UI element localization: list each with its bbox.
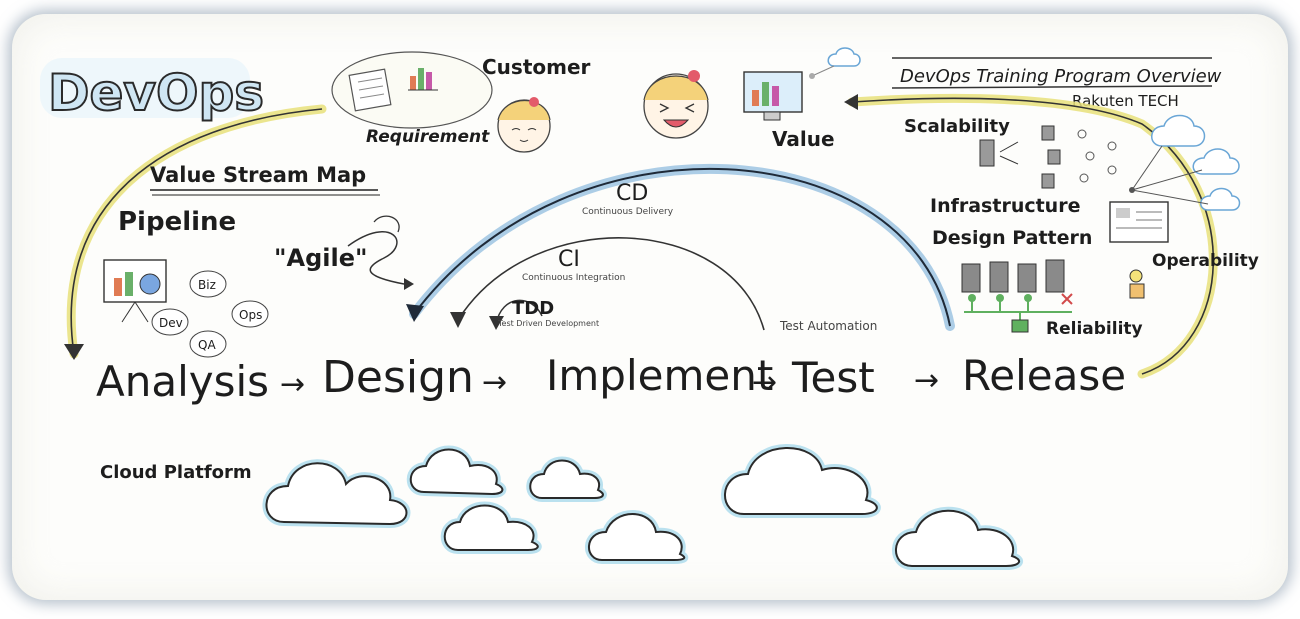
role-ops: Ops xyxy=(239,308,262,322)
tdd-subtitle: Test Driven Development xyxy=(497,319,599,328)
cd-arrowhead xyxy=(406,304,424,322)
logo-text: DevOps xyxy=(48,64,264,122)
bar-chart-icon xyxy=(408,68,438,91)
cloud-5 xyxy=(588,513,686,561)
arrow-to-value xyxy=(844,94,858,110)
design-pattern-label: Design Pattern xyxy=(932,227,1092,249)
ci-subtitle: Continuous Integration xyxy=(522,273,625,283)
stage-analysis: Analysis xyxy=(96,357,269,406)
customer-group: Customer Requirement xyxy=(331,51,591,153)
stage-test: Test xyxy=(791,353,875,402)
cloud-1-outline xyxy=(265,462,408,526)
value-group: Value xyxy=(643,47,861,151)
lightbulb-icon xyxy=(1129,269,1145,299)
tdd-title: TDD xyxy=(512,298,554,319)
network-cloud-icon xyxy=(809,47,861,79)
role-biz: Biz xyxy=(198,278,216,292)
cd-title: CD xyxy=(616,181,648,206)
role-bubbles: Biz Dev Ops QA xyxy=(151,270,269,358)
devops-overview-frame: DevOps DevOps Training Program Overview … xyxy=(12,14,1288,600)
devops-diagram: DevOps DevOps Training Program Overview … xyxy=(40,47,1259,570)
arrow-test-release: → xyxy=(914,363,939,398)
document-icon xyxy=(348,68,392,112)
cloud-6 xyxy=(724,447,878,515)
arrow-analysis-design: → xyxy=(280,367,305,402)
server-rack-icons xyxy=(961,259,1065,293)
feedback-arcs xyxy=(64,93,1218,379)
stage-implement: Implement xyxy=(546,351,773,400)
cloud-7 xyxy=(895,509,1021,567)
stage-design: Design xyxy=(322,352,474,403)
arrow-design-implement: → xyxy=(482,365,507,400)
pipeline-label: Pipeline xyxy=(118,207,236,237)
value-stream-map-label: Value Stream Map xyxy=(150,163,366,187)
presentation-board-icon xyxy=(103,259,167,323)
stage-release: Release xyxy=(962,351,1126,400)
reliability-network-icon xyxy=(964,293,1073,333)
cloud-network-icon xyxy=(1129,114,1241,211)
delivery-loops: CD Continuous Delivery CI Continuous Int… xyxy=(406,163,955,333)
header: DevOps Training Program Overview Rakuten… xyxy=(891,57,1222,110)
infrastructure-group: Scalability Infrastructure Design Patter… xyxy=(904,114,1259,339)
test-automation-label: Test Automation xyxy=(779,319,877,333)
header-title: DevOps Training Program Overview xyxy=(900,66,1222,87)
value-stream-group: Value Stream Map Pipeline Biz Dev Ops QA… xyxy=(103,163,414,358)
cloud-4 xyxy=(443,504,539,551)
header-author: Rakuten TECH xyxy=(1072,92,1179,110)
happy-girl-icon xyxy=(643,70,709,139)
cd-subtitle: Continuous Delivery xyxy=(582,207,674,217)
agile-label: "Agile" xyxy=(274,244,368,272)
cloud-platform-label: Cloud Platform xyxy=(100,462,252,483)
arrow-to-analysis xyxy=(64,344,84,360)
ci-arrowhead xyxy=(450,312,466,328)
operations-screen-icon xyxy=(1109,201,1169,243)
cloud-3 xyxy=(529,459,604,499)
cloud-platform: Cloud Platform xyxy=(100,444,1024,570)
devops-logo: DevOps xyxy=(40,58,265,123)
agile-arrow xyxy=(404,278,414,290)
pipeline-stages: Analysis → Design → Implement → Test → R… xyxy=(96,351,1126,406)
monitor-chart-icon xyxy=(743,71,803,121)
customer-girl-icon xyxy=(497,97,551,153)
scalability-servers-icon xyxy=(979,125,1117,189)
arrow-implement-test: → xyxy=(752,365,777,400)
tdd-arrowhead xyxy=(489,316,504,330)
role-dev: Dev xyxy=(159,316,183,330)
value-label: Value xyxy=(772,127,835,151)
reliability-label: Reliability xyxy=(1046,319,1143,339)
role-qa: QA xyxy=(198,338,216,352)
operability-label: Operability xyxy=(1152,251,1259,271)
customer-label: Customer xyxy=(482,55,591,79)
cloud-2 xyxy=(409,448,504,496)
requirement-label: Requirement xyxy=(366,127,490,147)
infrastructure-label: Infrastructure xyxy=(930,195,1080,217)
ci-title: CI xyxy=(558,247,580,272)
scalability-label: Scalability xyxy=(904,116,1010,137)
